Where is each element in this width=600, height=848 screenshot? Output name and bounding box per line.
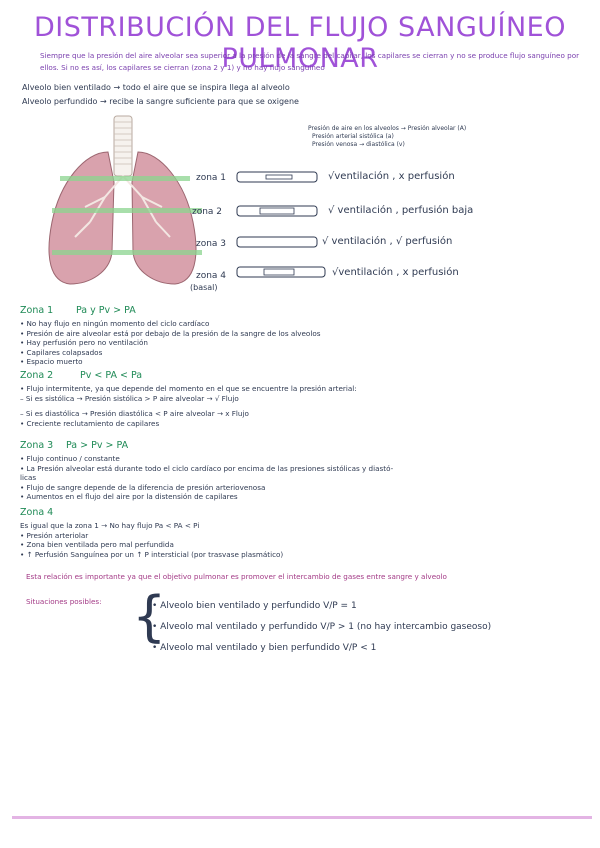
list-item: • La Presión alveolar está durante todo … — [20, 463, 394, 473]
capillary-icon-zone-3 — [236, 236, 318, 248]
list-item: • Presión de aire alveolar está por deba… — [20, 328, 321, 338]
list-item: • Hay perfusión pero no ventilación — [20, 338, 148, 348]
list-item: • Flujo continuo / constante — [20, 454, 120, 463]
list-item: • Alveolo bien ventilado y perfundido V/… — [152, 601, 357, 611]
list-item: • Aumentos en el flujo del aire por la d… — [20, 492, 238, 502]
list-item: • Espacio muerto — [20, 357, 83, 367]
section-zona-3-heading: Zona 3 — [20, 440, 54, 451]
section-zona-4-heading: Zona 4 — [20, 507, 54, 518]
list-item: • No hay flujo en ningún momento del cic… — [20, 319, 210, 328]
zone-4-sublabel: (basal) — [190, 283, 218, 292]
capillary-icon-zone-1 — [236, 171, 318, 183]
section-zona-1-list: • No hay flujo en ningún momento del cic… — [20, 319, 320, 367]
section-zona-3-list: • Flujo continuo / constante • La Presió… — [20, 454, 393, 502]
brace-symbol: { — [132, 585, 167, 648]
capillary-icon-zone-2 — [236, 205, 318, 217]
list-item: • Flujo de sangre depende de la diferenc… — [20, 482, 266, 492]
list-item: • Alveolo mal ventilado y perfundido V/P… — [152, 622, 492, 632]
pressure-note-alveolar: Presión de aire en los alveolos → Presió… — [308, 125, 467, 132]
section-zona-2-list: • Flujo intermitente, ya que depende del… — [20, 384, 357, 428]
section-zona-2-heading: Zona 2 — [20, 370, 54, 381]
situations-list: • Alveolo bien ventilado y perfundido V/… — [152, 596, 491, 659]
relation-paragraph: Esta relación es importante ya que el ob… — [26, 572, 447, 581]
zone-4-label: zona 4 — [196, 271, 227, 281]
list-item: • Presión arteriolar — [20, 530, 89, 540]
list-item: • Capilares colapsados — [20, 347, 103, 357]
section-zona-4-list: Es igual que la zona 1 → No hay flujo Pa… — [20, 521, 283, 559]
bullet-perfused: Alveolo perfundido → recibe la sangre su… — [22, 97, 299, 106]
list-item: • Zona bien ventilada pero mal perfundid… — [20, 540, 174, 550]
zone-2-label: zona 2 — [192, 207, 223, 217]
zone-3-label: zona 3 — [196, 239, 227, 249]
section-zona-3-formula: Pa > Pv > PA — [66, 440, 129, 451]
zone-1-desc: √ventilación , x perfusión — [328, 171, 455, 182]
list-item: licas — [20, 473, 37, 483]
list-item: • Creciente reclutamiento de capilares — [20, 418, 160, 428]
list-item: Es igual que la zona 1 → No hay flujo Pa… — [20, 521, 200, 530]
capillary-icon-zone-4 — [236, 266, 326, 278]
section-zona-2-formula: Pv < PA < Pa — [80, 370, 143, 381]
pressure-note-arterial: Presión arterial sistólica (a) — [312, 133, 394, 140]
section-zona-1-heading: Zona 1 — [20, 305, 54, 316]
section-zona-1-formula: Pa y Pv > PA — [76, 305, 136, 316]
list-item: • Alveolo mal ventilado y bien perfundid… — [152, 643, 377, 653]
zone-3-desc: √ ventilación , √ perfusión — [322, 236, 453, 247]
page-title: DISTRIBUCIÓN DEL FLUJO SANGUÍNEO PULMONA… — [34, 12, 566, 74]
zone-4-desc: √ventilación , x perfusión — [332, 267, 459, 278]
list-item: • Flujo intermitente, ya que depende del… — [20, 384, 357, 393]
pressure-note-venous: Presión venosa → diastólica (v) — [312, 141, 405, 148]
list-item: – Si es diastólica → Presión diastólica … — [20, 409, 249, 419]
lungs-illustration — [48, 115, 202, 285]
list-item: – Si es sistólica → Presión sistólica > … — [20, 393, 239, 403]
zone-1-label: zona 1 — [196, 173, 227, 183]
bullet-ventilated: Alveolo bien ventilado → todo el aire qu… — [22, 83, 290, 92]
situations-label: Situaciones posibles: — [26, 597, 102, 606]
zone-2-desc: √ ventilación , perfusión baja — [328, 205, 474, 216]
footer-divider — [12, 816, 592, 819]
intro-paragraph: Siempre que la presión del aire alveolar… — [40, 51, 580, 72]
list-item: • ↑ Perfusión Sanguínea por un ↑ P inter… — [20, 549, 284, 559]
